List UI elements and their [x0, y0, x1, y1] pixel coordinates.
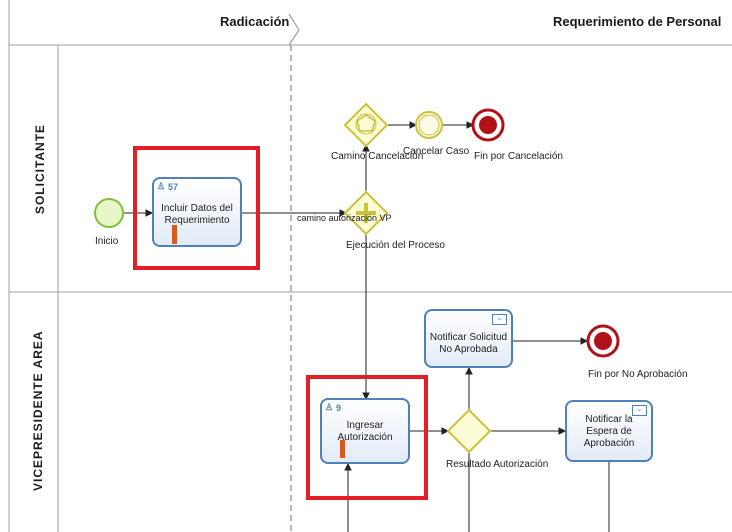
start-event[interactable] [94, 198, 124, 228]
envelope-icon: ⌄ [632, 405, 647, 416]
start-event-label: Inicio [95, 236, 119, 247]
gateway-camino-cancelacion[interactable] [343, 102, 389, 148]
progress-bar-icon [340, 440, 345, 458]
gateway-camino-cancelacion-label: Camino Cancelación [331, 151, 424, 162]
task-label-line1: Incluir Datos del [161, 203, 233, 214]
task-notificar-solicitud[interactable]: ⌄ Notificar Solicitud No Aprobada [424, 309, 513, 368]
highlight-box-incluir [133, 146, 260, 270]
envelope-icon: ⌄ [492, 314, 507, 325]
user-task-icon: ♙ [325, 402, 334, 412]
phase-header-radicacion: Radicación [220, 14, 290, 29]
cancel-intermediate-event[interactable] [415, 111, 443, 139]
task-label-line3: Aprobación [583, 438, 635, 449]
task-label-line1: Notificar la [585, 414, 633, 425]
phase-header-requerimiento: Requerimiento de Personal [553, 14, 722, 29]
case-count: 9 [336, 403, 342, 413]
gateway-resultado[interactable] [446, 408, 492, 454]
task-ingresar-autorizacion[interactable]: ♙ 9 Ingresar Autorización [320, 398, 410, 464]
gateway-resultado-label: Resultado Autorización [446, 459, 549, 470]
task-label-line2: Autorización [337, 432, 393, 443]
task-notificar-espera[interactable]: ⌄ Notificar la Espera de Aprobación [565, 400, 653, 462]
lane-label-vicepresidente: VICEPRESIDENTE AREA [31, 330, 45, 491]
task-label-line2: Requerimiento [164, 215, 230, 226]
flow-camino-autorizacion-label: camino autorización VP [297, 213, 392, 223]
task-label-line1: Notificar Solicitud [429, 332, 508, 343]
gateway-ejecucion-label: Ejecución del Proceso [346, 240, 445, 251]
task-label-line1: Ingresar [346, 420, 384, 431]
end-cancel-label: Fin por Cancelación [474, 151, 563, 162]
task-label-line2: No Aprobada [439, 344, 498, 355]
case-count: 57 [168, 182, 179, 192]
user-task-icon: ♙ [157, 181, 166, 191]
end-no-aprobacion-label: Fin por No Aprobación [588, 369, 688, 380]
gateway-ejecucion[interactable] [343, 190, 389, 236]
progress-bar-icon [172, 225, 177, 244]
task-label-line2: Espera de [586, 426, 632, 437]
task-incluir-datos[interactable]: ♙ 57 Incluir Datos del Requerimiento [152, 177, 242, 247]
cancel-event-label: Cancelar Caso [403, 146, 470, 157]
highlight-box-ingresar [306, 375, 428, 500]
lane-label-solicitante: SOLICITANTE [33, 123, 47, 215]
